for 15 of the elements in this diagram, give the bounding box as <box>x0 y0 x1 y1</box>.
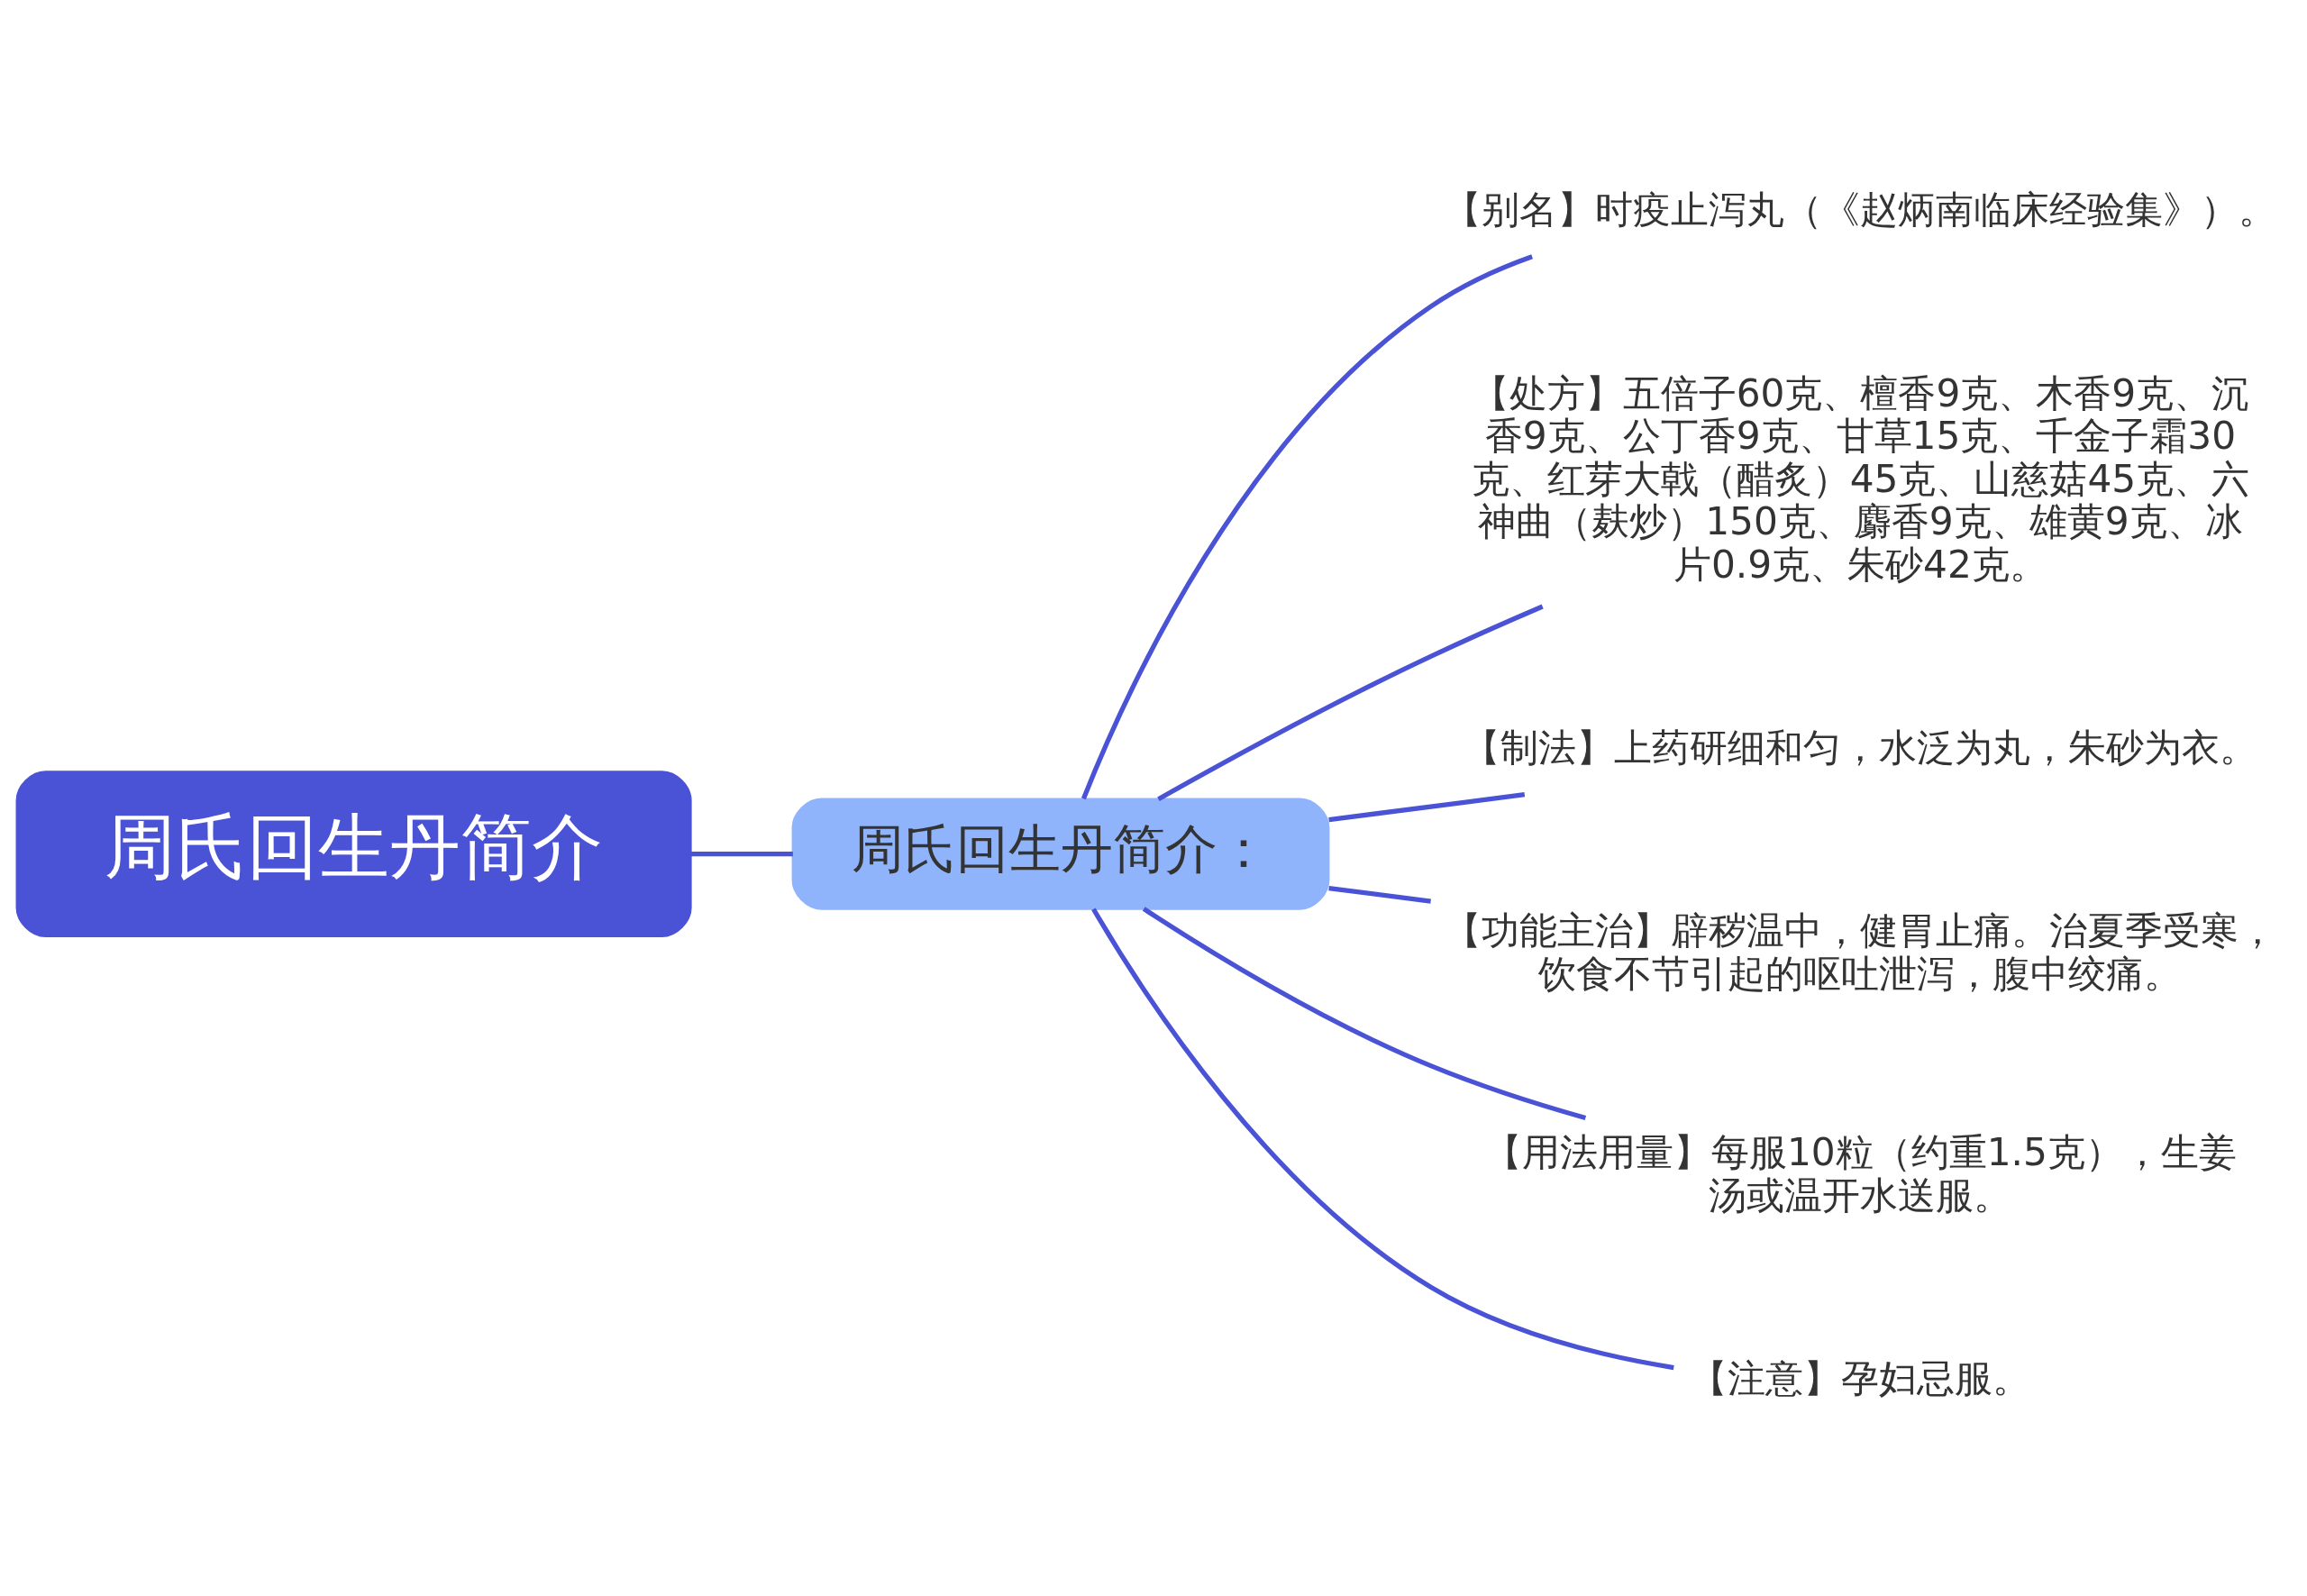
connector <box>690 851 793 857</box>
node-text: 【处方】五倍子60克、檀香9克、木香9克、沉香9克、公丁香9克、甘草15克、千金子霜30克、红芽大戟（醋炙）45克、山慈菇45克、六神曲（麸炒）150克、麝香9克、雄黄9克、冰片0.9克、朱砂42克。 <box>1471 370 2250 587</box>
node-text: 【注意】孕妇忌服。 <box>1690 1355 2031 1400</box>
node-box: 周氏回生丹简介 <box>15 771 692 937</box>
node-text: 【别名】时疫止泻丸（《赵炳南临床经验集》）。 <box>1444 187 2277 233</box>
connector <box>1328 885 1431 904</box>
connector <box>1081 254 1534 800</box>
node-text: 【制法】上药研细和匀，水泛为丸，朱砂为衣。 <box>1463 725 2258 771</box>
connector <box>1328 792 1526 823</box>
node-text: 【功能主治】辟秽温中，健胃止痛。治夏季受寒，饮食不节引起的呕吐泄泻，腹中绞痛。 <box>1444 908 2277 996</box>
node-box: 周氏回生丹简介： <box>791 798 1330 910</box>
connector <box>1142 907 1587 1121</box>
connector <box>1091 907 1674 1371</box>
node-text: 【用法用量】每服10粒（约重1.5克），生姜汤或温开水送服。 <box>1483 1130 2237 1218</box>
connector <box>1157 604 1544 801</box>
